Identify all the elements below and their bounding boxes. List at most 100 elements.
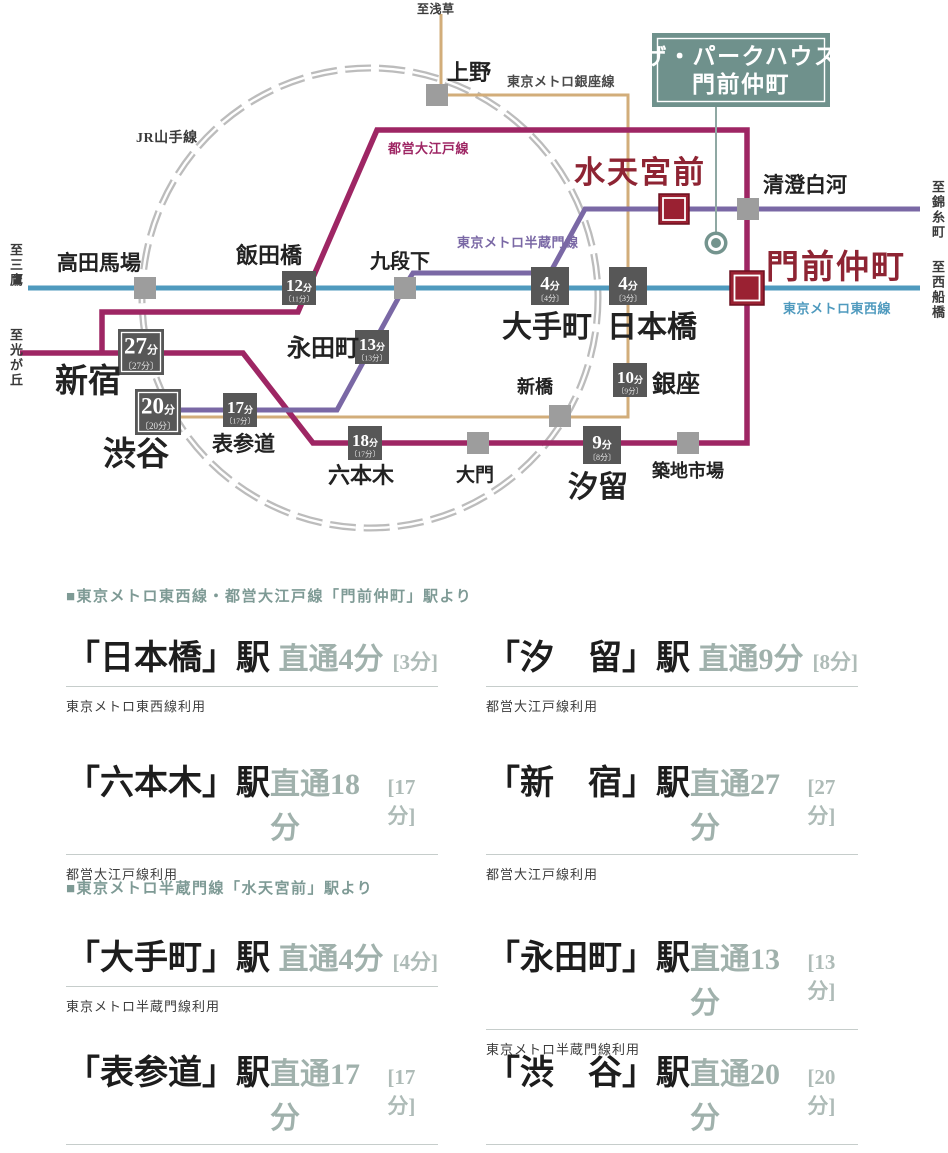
line-label-oedo: 都営大江戸線 bbox=[387, 141, 470, 156]
station-label-iidabashi: 飯田橋 bbox=[235, 243, 303, 268]
divider bbox=[66, 986, 438, 987]
divider bbox=[486, 1029, 858, 1030]
station-name: 「永田町」駅 bbox=[486, 940, 690, 977]
station-name: 「表参道」駅 bbox=[66, 1055, 270, 1092]
badge-shiodome: 9分 〔8分〕 bbox=[583, 426, 621, 464]
direction-label-nishi-funabashi: 至西船橋 bbox=[930, 260, 945, 320]
station-name: 「汐 留」駅 bbox=[486, 640, 690, 677]
station-name: 「渋 谷」駅 bbox=[486, 1055, 690, 1092]
divider bbox=[66, 1144, 438, 1145]
svg-text:〔4分〕: 〔4分〕 bbox=[536, 294, 564, 303]
badge-otemachi: 4分 〔4分〕 bbox=[531, 267, 569, 305]
access-row-roppongi: 「六本木」駅 直通18分 [17分] 都営大江戸線利用 bbox=[66, 755, 438, 883]
station-label-nihombashi: 日本橋 bbox=[607, 311, 698, 344]
line-used-note: 都営大江戸線利用 bbox=[486, 867, 599, 882]
section-heading-suitengumae: ■東京メトロ半蔵門線「水天宮前」駅より bbox=[66, 881, 374, 897]
direction-label-mitaka: 至三鷹 bbox=[8, 243, 23, 288]
station-name: 「大手町」駅 bbox=[66, 940, 270, 977]
direct-time: 直通18分 bbox=[270, 768, 360, 845]
badge-shinjuku: 27分 〔27分〕 bbox=[118, 329, 164, 375]
section-heading-monzen-nakacho: ■東京メトロ東西線・都営大江戸線「門前仲町」駅より bbox=[66, 589, 473, 605]
badge-roppongi: 18分 〔17分〕 bbox=[348, 426, 382, 460]
badge-shibuya: 20分 〔20分〕 bbox=[135, 389, 181, 435]
badge-ginza: 10分 〔9分〕 bbox=[613, 363, 647, 397]
access-row-shiodome: 「汐 留」駅 直通9分 [8分] 都営大江戸線利用 bbox=[486, 630, 858, 715]
station-marker-monzen-nakacho bbox=[729, 270, 765, 306]
station-label-kiyosumi-shirakawa: 清澄白河 bbox=[763, 173, 847, 197]
station-label-takadanobaba: 高田馬場 bbox=[57, 251, 141, 275]
svg-text:10分: 10分 bbox=[617, 368, 643, 387]
line-used-note: 東京メトロ東西線利用 bbox=[66, 699, 207, 714]
station-label-ginza: 銀座 bbox=[652, 370, 700, 398]
svg-text:〔27分〕: 〔27分〕 bbox=[123, 361, 159, 371]
station-label-shimbashi: 新橋 bbox=[517, 376, 554, 397]
line-used-note: 東京メトロ半蔵門線利用 bbox=[486, 1042, 641, 1057]
station-label-roppongi: 六本木 bbox=[328, 463, 395, 488]
station-marker-shimbashi bbox=[549, 405, 571, 427]
direction-label-hikarigaoka: 至光が丘 bbox=[8, 328, 23, 388]
divider bbox=[66, 854, 438, 855]
svg-text:〔3分〕: 〔3分〕 bbox=[614, 294, 642, 303]
access-row-omotesando: 「表参道」駅 直通17分 [17分] 東京メトロ半蔵門線利用 bbox=[66, 1045, 438, 1153]
station-marker-takadanobaba bbox=[134, 277, 156, 299]
direct-time: 直通20分 bbox=[690, 1058, 780, 1135]
project-name-line1: ザ・パークハウス bbox=[644, 44, 839, 69]
station-name: 「日本橋」駅 bbox=[66, 640, 270, 677]
line-used-note: 都営大江戸線利用 bbox=[486, 699, 599, 714]
station-label-ueno: 上野 bbox=[447, 60, 491, 85]
svg-text:27分: 27分 bbox=[124, 334, 158, 359]
line-label-ginza: 東京メトロ銀座線 bbox=[507, 74, 616, 89]
divider bbox=[486, 1144, 858, 1145]
svg-text:4分: 4分 bbox=[618, 274, 638, 295]
project-name-line2: 門前仲町 bbox=[692, 71, 790, 97]
badge-nihombashi: 4分 〔3分〕 bbox=[609, 267, 647, 305]
svg-text:〔17分〕: 〔17分〕 bbox=[225, 417, 255, 426]
divider bbox=[486, 854, 858, 855]
line-label-hanzomon: 東京メトロ半蔵門線 bbox=[457, 235, 579, 250]
alt-time: [17分] bbox=[387, 775, 416, 828]
station-label-suitengumae: 水天宮前 bbox=[574, 155, 706, 190]
station-label-tsukiji-shijo: 築地市場 bbox=[651, 460, 724, 481]
project-label-box: ザ・パークハウス 門前仲町 bbox=[644, 33, 839, 107]
hanzomon-line bbox=[158, 206, 920, 413]
station-label-shiodome: 汐留 bbox=[568, 471, 628, 504]
station-label-kudanshita: 九段下 bbox=[369, 249, 430, 273]
alt-time: [4分] bbox=[392, 950, 439, 974]
direct-time: 直通13分 bbox=[690, 943, 780, 1020]
svg-text:〔13分〕: 〔13分〕 bbox=[357, 354, 387, 363]
divider bbox=[66, 686, 438, 687]
oedo-line bbox=[20, 127, 750, 446]
station-marker-suitengumae bbox=[658, 193, 690, 225]
line-label-tozai: 東京メトロ東西線 bbox=[783, 301, 892, 316]
direct-time: 直通4分 bbox=[278, 643, 384, 676]
station-marker-kiyosumi-shirakawa bbox=[737, 198, 759, 220]
alt-time: [20分] bbox=[807, 1065, 836, 1118]
svg-text:12分: 12分 bbox=[286, 276, 312, 295]
line-used-note: 東京メトロ半蔵門線利用 bbox=[66, 999, 221, 1014]
direct-time: 直通17分 bbox=[270, 1058, 360, 1135]
alt-time: [17分] bbox=[387, 1065, 416, 1118]
station-label-daimon: 大門 bbox=[456, 463, 494, 486]
station-name: 「新 宿」駅 bbox=[486, 765, 690, 802]
direction-label-kinshicho: 至錦糸町 bbox=[930, 180, 945, 240]
badge-iidabashi: 12分 〔11分〕 bbox=[282, 271, 316, 305]
line-label-yamanote: JR山手線 bbox=[136, 129, 198, 146]
direct-time: 直通4分 bbox=[278, 943, 384, 976]
svg-text:9分: 9分 bbox=[592, 433, 612, 454]
svg-text:〔9分〕: 〔9分〕 bbox=[617, 387, 643, 396]
svg-text:18分: 18分 bbox=[352, 431, 378, 450]
station-marker-ueno bbox=[426, 84, 448, 106]
alt-time: [13分] bbox=[807, 950, 836, 1003]
access-row-shinjuku: 「新 宿」駅 直通27分 [27分] 都営大江戸線利用 bbox=[486, 755, 858, 883]
station-label-omotesando: 表参道 bbox=[212, 432, 275, 456]
direction-label-asakusa: 至浅草 bbox=[417, 1, 455, 16]
station-label-shinjuku: 新宿 bbox=[55, 363, 121, 400]
station-label-monzen-nakacho: 門前仲町 bbox=[766, 249, 906, 286]
station-label-otemachi: 大手町 bbox=[502, 311, 592, 344]
svg-text:〔20分〕: 〔20分〕 bbox=[140, 421, 176, 431]
svg-text:〔17分〕: 〔17分〕 bbox=[350, 450, 380, 459]
badge-nagatacho: 13分 〔13分〕 bbox=[355, 330, 389, 364]
station-marker-tsukiji-shijo bbox=[677, 432, 699, 454]
alt-time: [3分] bbox=[392, 650, 439, 674]
